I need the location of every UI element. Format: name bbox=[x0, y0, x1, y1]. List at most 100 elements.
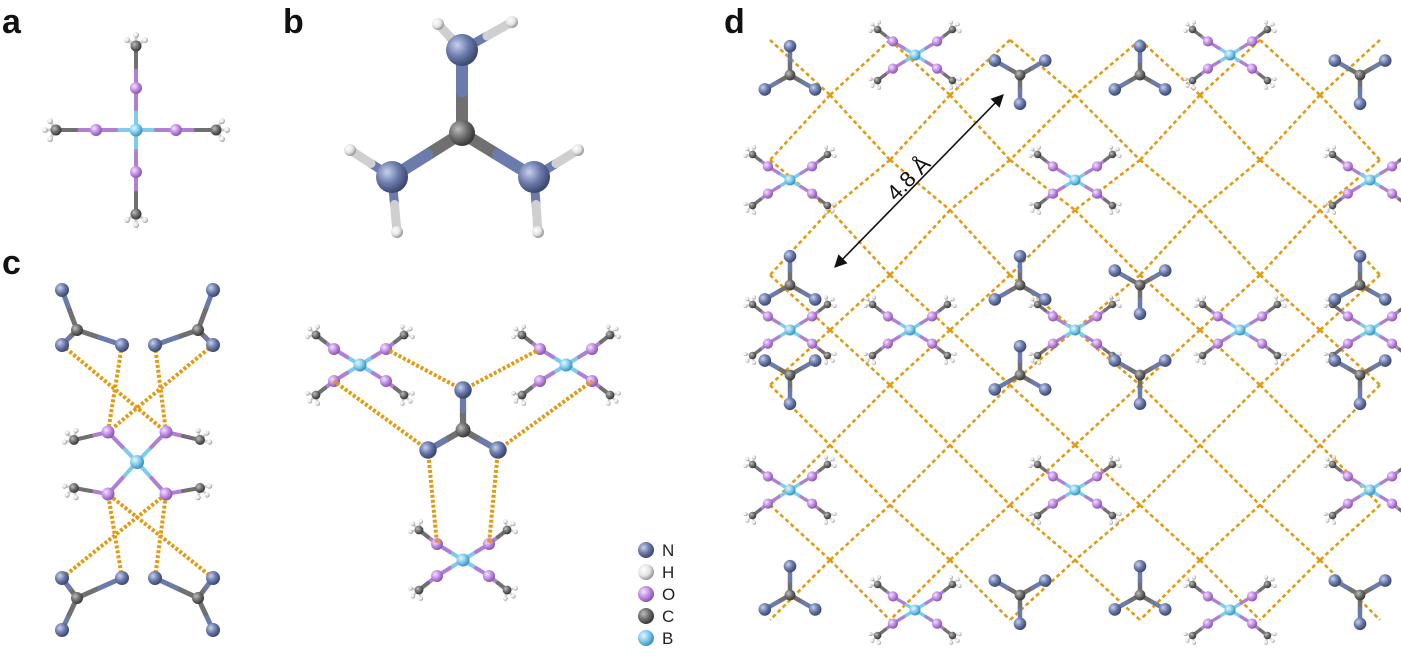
hydrogen-atom bbox=[206, 439, 213, 445]
nitrogen-atom bbox=[783, 39, 797, 53]
nitrogen-atom bbox=[115, 571, 129, 585]
legend-label-c: C bbox=[662, 607, 674, 626]
carbon-atom bbox=[1014, 369, 1026, 381]
hydrogen-atom bbox=[823, 210, 828, 215]
carbon-atom bbox=[1134, 589, 1146, 601]
hydrogen-atom bbox=[1108, 210, 1113, 215]
hydrogen-bond bbox=[829, 504, 891, 561]
carbon-atom bbox=[784, 589, 796, 601]
hydrogen-bond bbox=[1199, 159, 1261, 211]
hydrogen-atom bbox=[1270, 22, 1275, 27]
hydrogen-atom bbox=[943, 360, 948, 365]
boron-atom bbox=[1364, 174, 1376, 186]
carbon-atom bbox=[1354, 279, 1366, 291]
hydrogen-atom bbox=[1117, 512, 1122, 517]
oxygen-atom bbox=[882, 311, 894, 322]
hydrogen-atom bbox=[418, 596, 424, 601]
boron-atom bbox=[129, 123, 143, 137]
hydrogen-bond bbox=[829, 329, 891, 386]
nitrogen-atom bbox=[206, 283, 220, 297]
legend-label-b: B bbox=[662, 629, 673, 648]
oxygen-atom bbox=[1387, 498, 1398, 509]
nitrogen-atom bbox=[1328, 354, 1342, 367]
hydrogen-atom bbox=[1117, 303, 1122, 308]
hydrogen-atom bbox=[1282, 352, 1287, 357]
carbon-atom bbox=[943, 300, 952, 309]
hydrogen-atom bbox=[1037, 210, 1042, 215]
hydrogen-bond bbox=[1259, 504, 1321, 561]
legend-label-h: H bbox=[662, 563, 674, 582]
hydrogen-atom bbox=[1192, 20, 1197, 25]
hydrogen-atom bbox=[870, 638, 875, 643]
hydrogen-atom bbox=[1272, 583, 1277, 588]
hydrogen-bond bbox=[106, 343, 215, 434]
hydrogen-atom bbox=[513, 398, 519, 404]
nitrogen-atom bbox=[1038, 293, 1052, 306]
hydrogen-atom bbox=[745, 358, 750, 363]
carbon-atom bbox=[71, 592, 83, 604]
carbon-atom bbox=[50, 124, 62, 136]
nitrogen-atom bbox=[1133, 307, 1147, 321]
oxygen-atom bbox=[130, 82, 142, 94]
nitrogen-atom bbox=[1108, 603, 1122, 616]
hydrogen-bond bbox=[829, 384, 891, 446]
hydrogen-atom bbox=[1183, 632, 1188, 637]
carbon-atom bbox=[948, 631, 957, 640]
carbon-atom bbox=[873, 76, 882, 85]
hydrogen-atom bbox=[219, 118, 225, 124]
hydrogen-bond bbox=[1319, 504, 1381, 561]
carbon-atom bbox=[784, 69, 796, 81]
nitrogen-atom bbox=[55, 338, 69, 352]
hydrogen-atom bbox=[1263, 640, 1268, 645]
hydrogen-atom bbox=[1037, 520, 1042, 525]
nitrogen-atom bbox=[455, 382, 471, 398]
carbon-atom bbox=[1108, 201, 1117, 210]
hydrogen-atom bbox=[950, 297, 955, 302]
hydrogen-atom bbox=[142, 37, 148, 43]
hydrogen-bond bbox=[462, 348, 539, 392]
oxygen-atom bbox=[159, 487, 173, 501]
hydrogen-atom bbox=[743, 303, 748, 308]
nitrogen-atom bbox=[808, 83, 822, 96]
carbon-atom bbox=[130, 40, 142, 52]
hydrogen-atom bbox=[752, 520, 757, 525]
oxygen-atom bbox=[887, 63, 899, 74]
hydrogen-atom bbox=[1195, 358, 1200, 363]
carbon-atom bbox=[1134, 69, 1146, 81]
hydrogen-atom bbox=[877, 85, 882, 90]
hydrogen-atom bbox=[307, 398, 313, 404]
hydrogen-atom bbox=[399, 401, 405, 406]
hydrogen-atom bbox=[1323, 303, 1328, 308]
hydrogen-atom bbox=[61, 483, 68, 489]
oxygen-atom bbox=[483, 538, 495, 550]
nitrogen-atom bbox=[1353, 249, 1367, 263]
boron-atom bbox=[1364, 484, 1376, 496]
hydrogen-atom bbox=[868, 28, 873, 33]
carbon-atom bbox=[1188, 631, 1197, 640]
hydrogen-atom bbox=[957, 583, 962, 588]
nitrogen-atom bbox=[1378, 354, 1392, 367]
hydrogen-bond bbox=[1259, 384, 1321, 446]
nitrogen-atom bbox=[1038, 383, 1052, 396]
hydrogen-atom bbox=[1115, 208, 1120, 213]
hydrogen-atom bbox=[391, 226, 403, 238]
carbon-atom bbox=[1033, 201, 1042, 210]
hydrogen-atom bbox=[305, 390, 310, 396]
carbon-atom bbox=[605, 390, 615, 400]
hydrogen-atom bbox=[868, 632, 873, 637]
hydrogen-atom bbox=[206, 483, 213, 489]
hydrogen-atom bbox=[743, 512, 748, 517]
hydrogen-bond bbox=[949, 329, 1011, 386]
hydrogen-atom bbox=[410, 521, 416, 527]
hydrogen-atom bbox=[1263, 575, 1268, 580]
oxygen-atom bbox=[1047, 311, 1058, 322]
nitrogen-atom bbox=[148, 571, 162, 585]
hydrogen-atom bbox=[399, 324, 405, 329]
carbon-atom bbox=[1134, 369, 1146, 381]
hydrogen-bond bbox=[829, 444, 891, 506]
carbon-atom bbox=[1108, 511, 1117, 520]
hydrogen-atom bbox=[1037, 360, 1042, 365]
hydrogen-atom bbox=[407, 326, 413, 332]
hydrogen-atom bbox=[868, 77, 873, 82]
carbon-atom bbox=[1328, 201, 1337, 210]
